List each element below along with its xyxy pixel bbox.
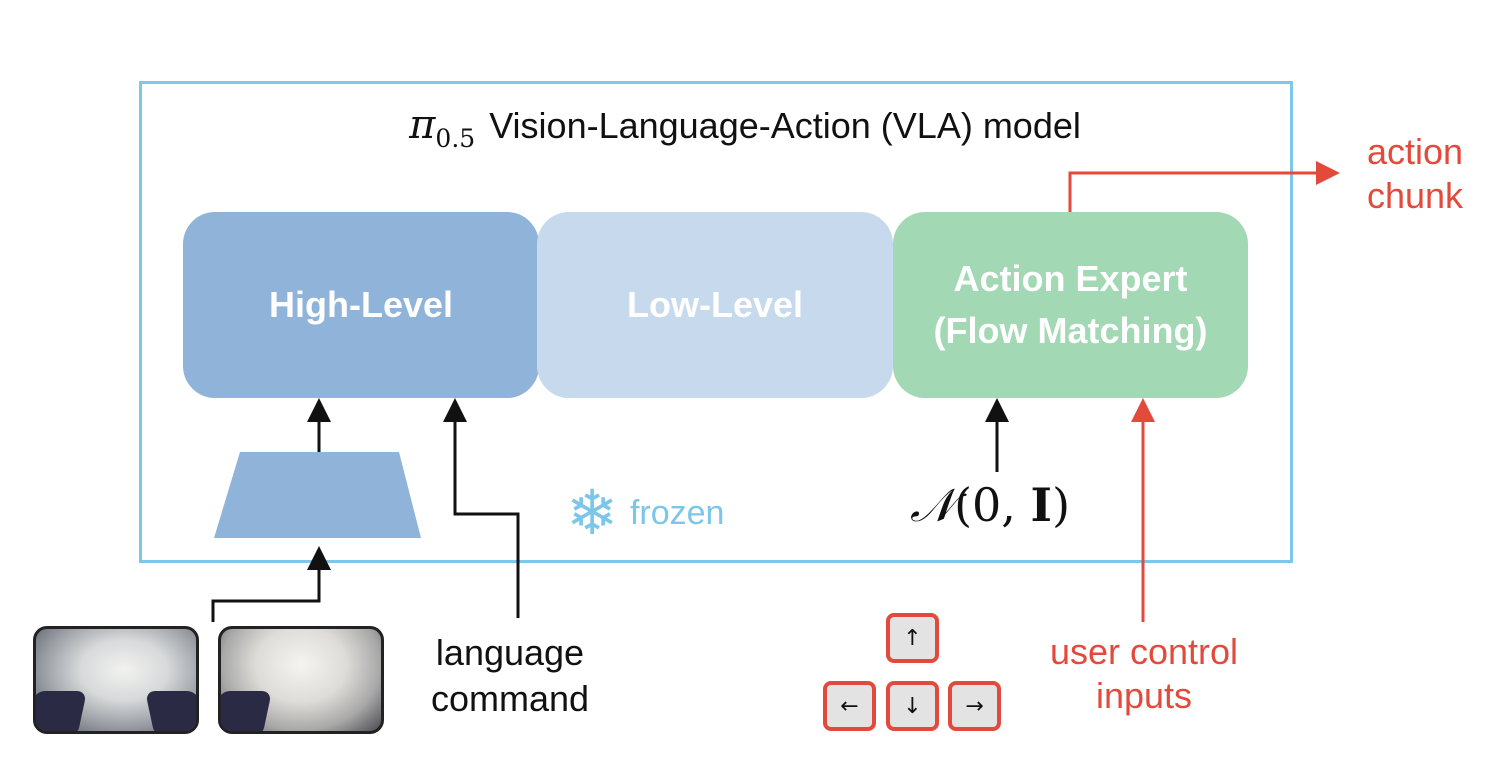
up-arrow-key: ↑ bbox=[886, 613, 939, 663]
user-control-line1: user control bbox=[1049, 631, 1239, 672]
expert-to-action-chunk-line bbox=[1068, 171, 1318, 212]
left-arrow-key: ← bbox=[823, 681, 876, 731]
frozen-label: frozen bbox=[629, 493, 725, 532]
action-expert-block: Action Expert (Flow Matching) bbox=[893, 212, 1248, 398]
user-control-inputs: user control inputs bbox=[1022, 630, 1266, 718]
action-chunk-line2: chunk bbox=[1366, 175, 1464, 216]
flow-matching-label: (Flow Matching) bbox=[933, 310, 1208, 351]
title-text: Vision-Language-Action (VLA) model bbox=[489, 105, 1081, 146]
high-level-label: High-Level bbox=[268, 284, 454, 325]
action-chunk-line1: action bbox=[1366, 131, 1464, 172]
title-subscript: 0.5 bbox=[435, 124, 476, 153]
language-to-high-level-line bbox=[453, 420, 520, 618]
snowflake-icon: ❄ bbox=[566, 476, 618, 549]
images-to-encoder-arrowhead bbox=[307, 546, 331, 570]
user-control-line2: inputs bbox=[1095, 675, 1193, 716]
noise-args-close: ) bbox=[1052, 478, 1071, 532]
low-level-block: Low-Level bbox=[537, 212, 893, 398]
user-control-to-expert-arrowhead bbox=[1131, 398, 1155, 422]
expert-to-action-chunk-arrowhead bbox=[1316, 161, 1340, 185]
low-level-label: Low-Level bbox=[626, 284, 804, 325]
high-level-block: High-Level bbox=[183, 212, 539, 398]
noise-args-open: (0, bbox=[954, 478, 1031, 532]
right-arrow-key: → bbox=[948, 681, 1001, 731]
noise-to-expert-arrowhead bbox=[985, 398, 1009, 422]
frozen-indicator: ❄ frozen bbox=[566, 482, 724, 544]
title-pi-symbol: π bbox=[409, 102, 436, 148]
camera-image-2 bbox=[218, 626, 384, 734]
robot-arm-right bbox=[145, 691, 196, 731]
language-command-line1: language bbox=[435, 632, 585, 673]
language-command-input: language command bbox=[405, 630, 615, 722]
gaussian-noise-label: 𝒩(0, I) bbox=[910, 478, 1070, 534]
camera-image-1 bbox=[33, 626, 199, 734]
language-to-high-level-arrowhead bbox=[443, 398, 467, 422]
diagram-title: π0.5 Vision-Language-Action (VLA) model bbox=[0, 102, 1490, 153]
robot-arm-left bbox=[221, 691, 272, 731]
identity-matrix-symbol: I bbox=[1030, 478, 1053, 532]
language-command-line2: command bbox=[430, 678, 590, 719]
vla-model-frame bbox=[139, 81, 1293, 563]
images-to-encoder-line bbox=[211, 568, 321, 622]
action-chunk-output: action chunk bbox=[1340, 130, 1490, 218]
robot-arm-left bbox=[36, 691, 87, 731]
vision-encoder bbox=[214, 452, 421, 538]
down-arrow-key: ↓ bbox=[886, 681, 939, 731]
normal-dist-symbol: 𝒩 bbox=[910, 478, 955, 532]
encoder-to-high-level-arrowhead bbox=[307, 398, 331, 422]
action-expert-label: Action Expert bbox=[953, 258, 1188, 299]
